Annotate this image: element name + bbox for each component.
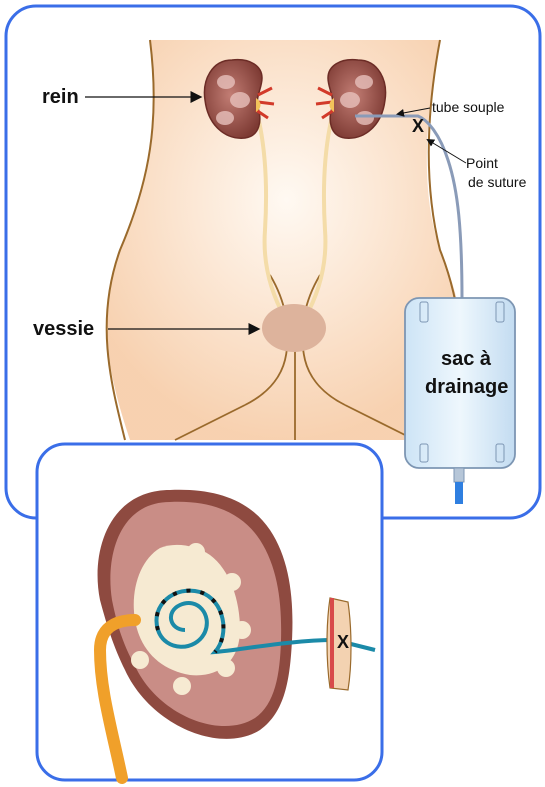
- suture-point-label-line1: Point: [466, 155, 498, 171]
- soft-tube-label: tube souple: [432, 99, 505, 115]
- suture-point-label-line2: de suture: [468, 174, 527, 190]
- bladder: [262, 304, 326, 352]
- suture-mark-top: X: [412, 116, 424, 136]
- suture-mark-inset: X: [337, 632, 349, 652]
- kidney-label: rein: [42, 86, 79, 108]
- bladder-label: vessie: [33, 318, 94, 340]
- bag-label-line2: drainage: [425, 376, 508, 398]
- bag-label-line1: sac à: [441, 348, 492, 370]
